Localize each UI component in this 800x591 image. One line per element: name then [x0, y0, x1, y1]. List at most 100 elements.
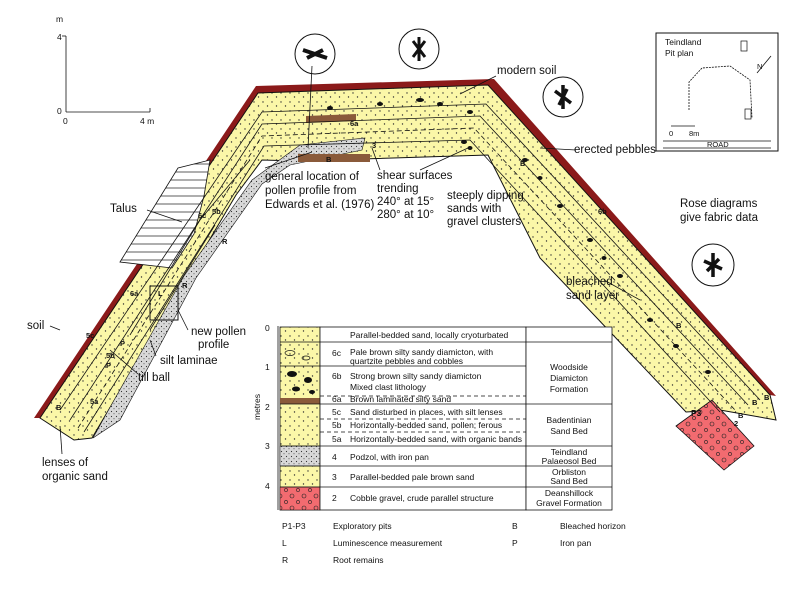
log-unit-codes: 6c 6b 6a 5c 5b 5a 4 3 2 — [332, 348, 342, 503]
label-steep-3: gravel clusters — [447, 216, 521, 228]
log-desc-6c-1: Pale brown silty sandy diamicton, with — [350, 347, 493, 357]
label-shear-2: trending — [377, 183, 419, 195]
log-tick-1: 1 — [265, 362, 270, 372]
quarry-section: 6a 6a 6b 6c 5b 5c 5b 5a 3 2 B B B B B P … — [34, 79, 777, 471]
log-column — [279, 326, 321, 511]
log-6a — [280, 398, 320, 404]
label-rose-2: give fabric data — [680, 212, 759, 224]
key-text-r: Root remains — [333, 555, 384, 565]
formation-teindland-2: Palaeosol Bed — [542, 456, 597, 466]
log-desc-6b-2: Mixed clast lithology — [350, 382, 427, 392]
stratigraphic-log: metres 0 1 2 3 4 — [252, 323, 613, 511]
formation-woodside-1: Woodside — [550, 362, 588, 372]
mark-b3: B — [752, 398, 758, 407]
mark-5c: 5c — [86, 331, 94, 340]
formation-orbliston-1: Orbliston — [552, 467, 586, 477]
log-unit-descriptions: Parallel-bedded sand, locally cryoturbat… — [350, 330, 522, 503]
key-text-ip: Iron pan — [560, 538, 591, 548]
log-desc-2: Cobble gravel, crude parallel structure — [350, 493, 494, 503]
plan-title-2: Pit plan — [665, 48, 694, 58]
log-code-6b: 6b — [332, 371, 342, 381]
label-lenses-2: organic sand — [42, 471, 108, 483]
mark-b4: B — [738, 411, 744, 420]
label-modern-soil: modern soil — [497, 65, 556, 77]
plan-title-1: Teindland — [665, 37, 702, 47]
log-code-6a: 6a — [332, 394, 342, 404]
rose-diagram-1 — [294, 33, 336, 75]
scale-h-zero: 0 — [63, 116, 68, 126]
label-silt-laminae: silt laminae — [160, 355, 218, 367]
key-code-b: B — [512, 521, 518, 531]
rose-diagram-4 — [691, 243, 735, 287]
mark-6a-top: 6a — [350, 119, 359, 128]
log-code-6c: 6c — [332, 348, 342, 358]
label-lenses-1: lenses of — [42, 457, 89, 469]
scale-bar: m 4 0 0 4 m — [56, 14, 154, 126]
mark-p2: P — [106, 361, 111, 370]
log-formations: Woodside Diamicton Formation Badentinian… — [536, 362, 602, 508]
log-code-2: 2 — [332, 493, 337, 503]
key-code-r: R — [282, 555, 288, 565]
pit-plan-inset: Teindland Pit plan N 0 8m ROAD — [655, 32, 779, 152]
mark-b5: B — [56, 403, 62, 412]
scale-v-top: 4 — [57, 32, 62, 42]
log-desc-6b-1: Strong brown silty sandy diamicton — [350, 371, 482, 381]
mark-l: L — [158, 289, 163, 298]
podzol-strip — [92, 137, 366, 439]
road-label: ROAD — [707, 140, 729, 149]
formation-deanshillock-1: Deanshillock — [545, 488, 594, 498]
key-text-p: Exploratory pits — [333, 521, 392, 531]
mark-r1: R — [222, 237, 228, 246]
formation-woodside-3: Formation — [550, 384, 589, 394]
mark-b-pit: B — [326, 155, 332, 164]
north-label: N — [757, 62, 762, 71]
plan-scale-0: 0 — [669, 129, 673, 138]
mark-5b-top: 5b — [212, 207, 221, 216]
key-code-p: P1-P3 — [282, 521, 306, 531]
plan-scale-8: 8m — [689, 129, 699, 138]
section-marks: 6a 6a 6b 6c 5b 5c 5b 5a 3 2 B B B B B P … — [56, 119, 770, 428]
mark-b1: B — [520, 159, 526, 168]
pit-p3-label: P3 — [691, 408, 702, 418]
log-tick-2: 2 — [265, 402, 270, 412]
label-rose-1: Rose diagrams — [680, 198, 758, 210]
label-pollen-general-3: Edwards et al. (1976) — [265, 199, 374, 211]
log-desc-3: Parallel-bedded pale brown sand — [350, 472, 475, 482]
mark-r2: R — [182, 281, 188, 290]
label-shear-4: 280° at 10° — [377, 209, 434, 221]
mark-6a-left: 6a — [130, 289, 139, 298]
mark-5a: 5a — [90, 397, 99, 406]
pollen-profile-box — [149, 285, 179, 321]
label-shear-1: shear surfaces — [377, 170, 453, 182]
label-bleached-2: sand layer — [566, 290, 619, 302]
mark-3: 3 — [372, 141, 376, 150]
formation-orbliston-2: Sand Bed — [550, 476, 588, 486]
label-till-ball: till ball — [138, 372, 170, 384]
label-pollen-general-1: general location of — [265, 171, 360, 183]
log-desc-6a: Brown laminated silty sand — [350, 394, 451, 404]
log-tick-0: 0 — [265, 323, 270, 333]
rose-diagram-2 — [398, 28, 440, 70]
log-code-5c: 5c — [332, 407, 342, 417]
log-ticks: 0 1 2 3 4 — [265, 323, 270, 491]
formation-badentinian-2: Sand Bed — [550, 426, 588, 436]
log-desc-top: Parallel-bedded sand, locally cryoturbat… — [350, 330, 509, 340]
mark-2: 2 — [734, 419, 738, 428]
log-desc-5c: Sand disturbed in places, with silt lens… — [350, 407, 503, 417]
key-code-l: L — [282, 538, 287, 548]
key: P1-P3 Exploratory pits L Luminescence me… — [282, 521, 626, 565]
key-code-ip: P — [512, 538, 518, 548]
log-podzol — [279, 445, 321, 467]
rose-diagram-3 — [542, 76, 584, 118]
log-code-5b: 5b — [332, 420, 342, 430]
mark-p1: P — [120, 339, 125, 348]
label-shear-3: 240° at 15° — [377, 196, 434, 208]
label-soil: soil — [27, 320, 44, 332]
mark-6b: 6b — [598, 207, 607, 216]
label-talus: Talus — [110, 203, 137, 215]
key-text-b: Bleached horizon — [560, 521, 626, 531]
label-new-pollen-1: new pollen — [191, 326, 246, 338]
formation-deanshillock-2: Gravel Formation — [536, 498, 602, 508]
mark-b2: B — [676, 321, 682, 330]
formation-badentinian-1: Badentinian — [547, 415, 592, 425]
